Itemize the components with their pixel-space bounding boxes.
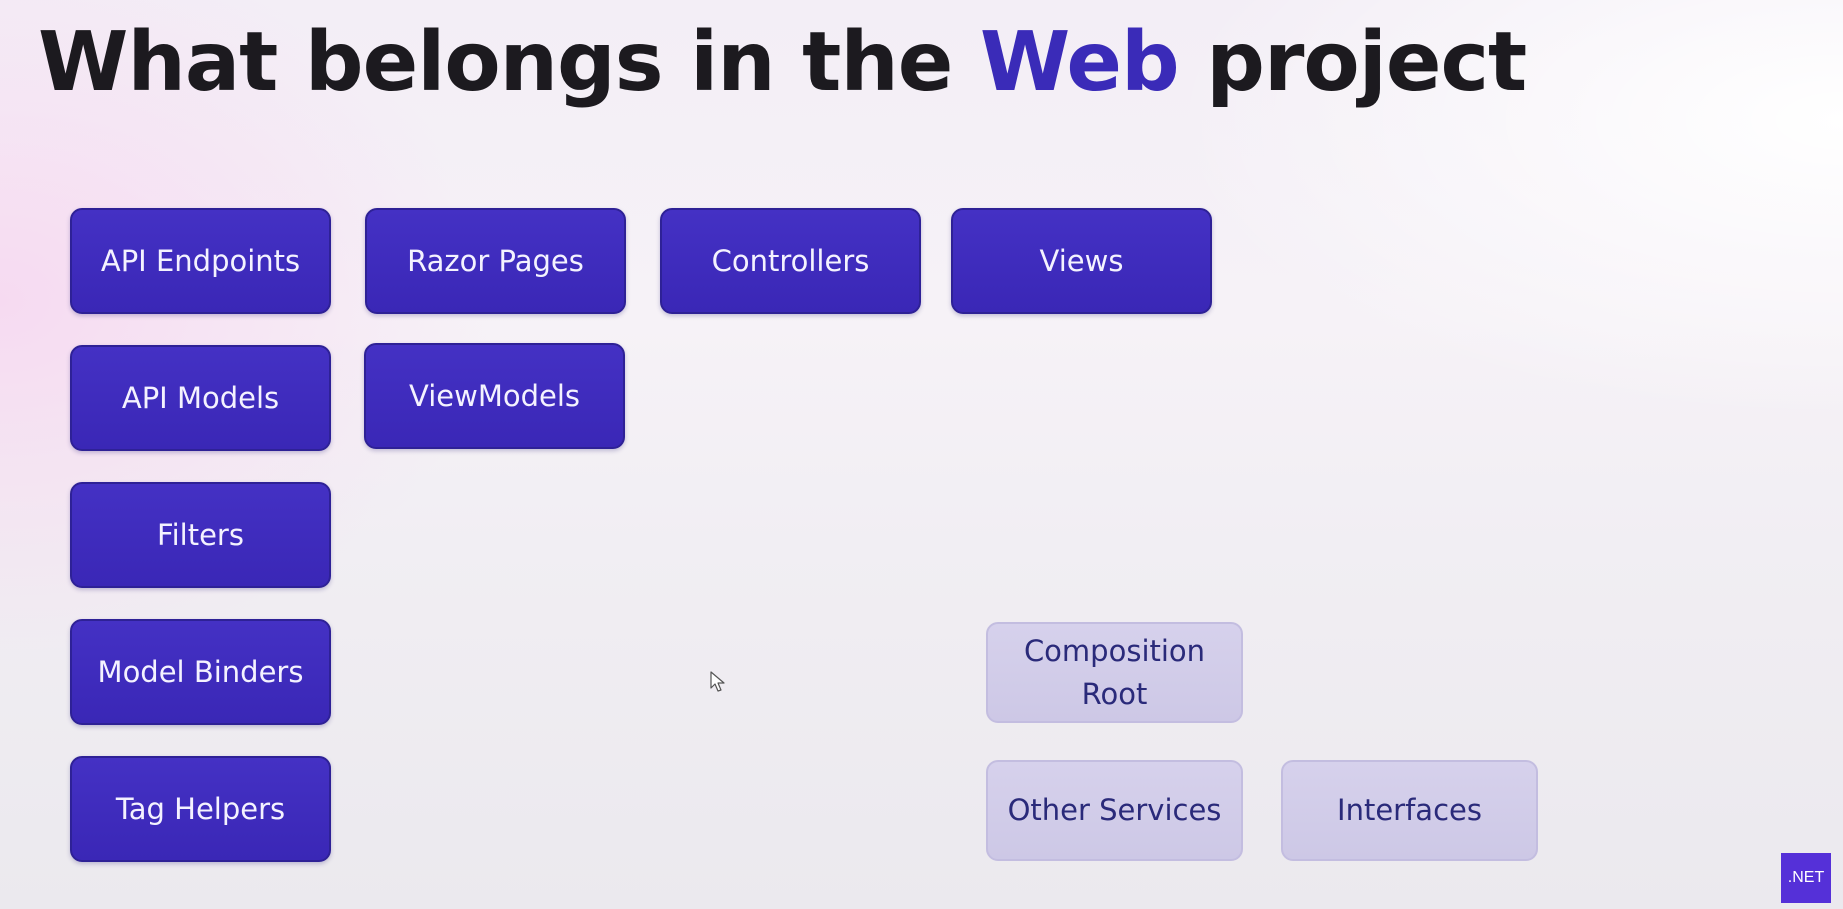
title-after: project bbox=[1178, 15, 1527, 110]
box-model-binders: Model Binders bbox=[70, 619, 331, 725]
box-composition-root: Composition Root bbox=[986, 622, 1243, 723]
box-filters: Filters bbox=[70, 482, 331, 588]
box-tag-helpers: Tag Helpers bbox=[70, 756, 331, 862]
box-controllers: Controllers bbox=[660, 208, 921, 314]
title-accent: Web bbox=[979, 15, 1180, 110]
box-api-models: API Models bbox=[70, 345, 331, 451]
mouse-pointer-icon bbox=[710, 671, 725, 692]
dotnet-logo-badge: .NET bbox=[1781, 853, 1831, 903]
box-api-endpoints: API Endpoints bbox=[70, 208, 331, 314]
slide-title: What belongs in the Web project bbox=[38, 14, 1527, 112]
box-viewmodels: ViewModels bbox=[364, 343, 625, 449]
box-interfaces: Interfaces bbox=[1281, 760, 1538, 861]
box-views: Views bbox=[951, 208, 1212, 314]
box-razor-pages: Razor Pages bbox=[365, 208, 626, 314]
box-other-services: Other Services bbox=[986, 760, 1243, 861]
title-before: What belongs in the bbox=[38, 15, 980, 110]
